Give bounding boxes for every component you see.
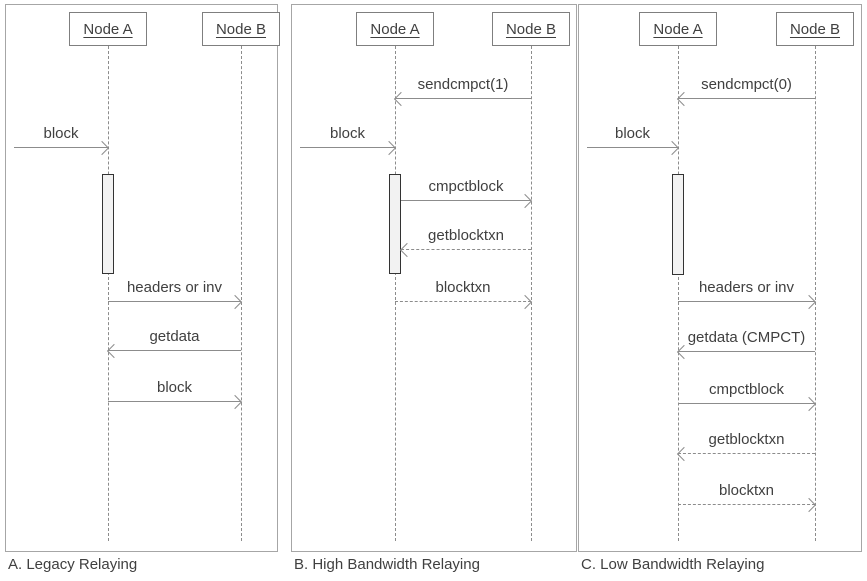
message-arrow — [676, 446, 815, 462]
message-arrow — [678, 497, 817, 513]
lifeline-node-b — [815, 46, 816, 541]
message-label: cmpctblock — [428, 178, 504, 195]
message-label: getblocktxn — [708, 431, 785, 448]
message-arrow — [108, 294, 243, 310]
activation-bar — [389, 174, 401, 274]
sequence-panel-a: Node A Node B block headers or inv getdata bl… — [5, 4, 280, 552]
sequence-panel-c: Node A Node B sendcmpct(0) block headers or … — [578, 4, 862, 552]
message-arrow — [14, 140, 110, 156]
node-box-a: Node A — [69, 12, 147, 46]
message-arrow — [676, 344, 815, 360]
node-box-b: Node B — [492, 12, 570, 46]
message-label: getdata — [149, 328, 200, 345]
message-arrow — [106, 343, 241, 359]
message-label: cmpctblock — [708, 381, 785, 398]
node-label: Node A — [370, 20, 420, 38]
message-arrow — [108, 394, 243, 410]
activation-bar — [102, 174, 114, 274]
message-label: sendcmpct(1) — [417, 76, 509, 93]
message-label: getdata (CMPCT) — [687, 329, 806, 346]
message-arrow — [399, 242, 531, 258]
lifeline-node-a — [108, 46, 109, 541]
message-label: blocktxn — [435, 279, 491, 296]
node-box-a: Node A — [639, 12, 717, 46]
node-label: Node A — [653, 20, 703, 38]
node-box-b: Node B — [202, 12, 280, 46]
message-label: block — [156, 379, 193, 396]
lifeline-node-b — [241, 46, 242, 541]
message-label: getblocktxn — [428, 227, 504, 244]
message-label: headers or inv — [126, 279, 223, 296]
message-arrow — [678, 294, 817, 310]
message-label: block — [329, 125, 366, 142]
message-label: blocktxn — [718, 482, 775, 499]
node-label: Node B — [215, 20, 267, 38]
node-box-b: Node B — [776, 12, 854, 46]
node-label: Node B — [789, 20, 841, 38]
message-arrow — [395, 294, 533, 310]
message-arrow — [300, 140, 397, 156]
lifeline-node-b — [531, 46, 532, 541]
node-label: Node A — [83, 20, 133, 38]
activation-bar — [672, 174, 684, 275]
panel-caption: B. High Bandwidth Relaying — [294, 556, 480, 573]
message-label: block — [614, 125, 651, 142]
message-label: block — [43, 125, 79, 142]
node-box-a: Node A — [356, 12, 434, 46]
message-label: headers or inv — [698, 279, 795, 296]
panel-caption: A. Legacy Relaying — [8, 556, 138, 573]
sequence-panel-b: Node A Node B sendcmpct(1) block cmpctblock g… — [291, 4, 577, 552]
lifeline-node-a — [395, 46, 396, 541]
message-arrow — [587, 140, 680, 156]
panel-caption: C. Low Bandwidth Relaying — [581, 556, 765, 573]
message-arrow — [676, 91, 815, 107]
message-arrow — [678, 396, 817, 412]
node-label: Node B — [505, 20, 557, 38]
message-arrow — [393, 91, 531, 107]
message-label: sendcmpct(0) — [701, 76, 792, 93]
lifeline-node-a — [678, 46, 679, 541]
message-arrow — [401, 193, 533, 209]
